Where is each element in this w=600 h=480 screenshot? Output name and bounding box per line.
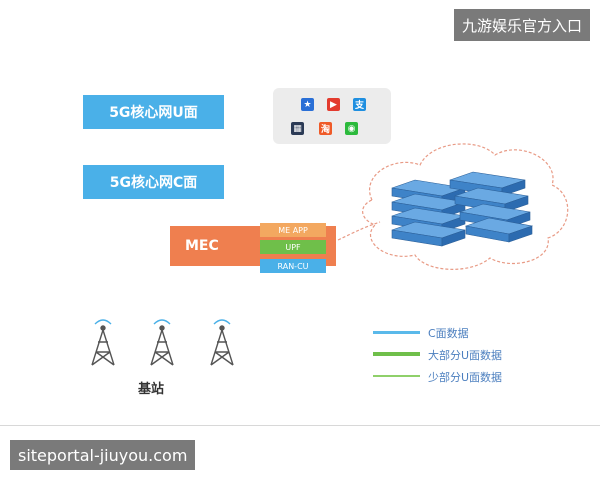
layer-upf: UPF bbox=[260, 240, 326, 254]
apps-panel: ★ ▶ 支 ▦ 淘 ◉ bbox=[273, 88, 391, 144]
watermark-bottom: siteportal-jiuyou.com bbox=[10, 440, 196, 470]
youtube-icon: ▶ bbox=[327, 98, 340, 111]
watermark-top: 九游娱乐官方入口 bbox=[453, 9, 590, 41]
base-station-tower-icon bbox=[150, 319, 174, 366]
video-clapper-icon: ▦ bbox=[291, 122, 304, 135]
base-station-tower-icon bbox=[210, 319, 234, 366]
alipay-icon: 支 bbox=[353, 98, 366, 111]
footer-divider bbox=[0, 425, 600, 426]
core-network-u-plane-box: 5G核心网U面 bbox=[83, 95, 224, 129]
star-app-icon: ★ bbox=[301, 98, 314, 111]
legend-minor-u-plane-label: 少部分U面数据 bbox=[428, 371, 503, 384]
legend-c-plane-line bbox=[373, 331, 420, 334]
legend-minor-u-plane-line bbox=[373, 375, 420, 377]
server-stack-left-icon bbox=[391, 179, 466, 247]
mec-label: MEC bbox=[185, 238, 219, 254]
layer-ran-cu: RAN-CU bbox=[260, 259, 326, 273]
mec-to-cloud-link bbox=[337, 221, 381, 241]
legend-c-plane-label: C面数据 bbox=[428, 327, 469, 340]
core-network-c-plane-box: 5G核心网C面 bbox=[83, 165, 224, 199]
server-stack-right-icon bbox=[449, 171, 534, 243]
cloud-outline bbox=[362, 143, 569, 270]
base-station-tower-icon bbox=[91, 319, 115, 366]
layer-me-app: ME APP bbox=[260, 223, 326, 237]
base-station-label: 基站 bbox=[138, 382, 165, 397]
legend-major-u-plane-line bbox=[373, 352, 420, 356]
wechat-icon: ◉ bbox=[345, 122, 358, 135]
taobao-icon: 淘 bbox=[319, 122, 332, 135]
legend-major-u-plane-label: 大部分U面数据 bbox=[428, 349, 503, 362]
